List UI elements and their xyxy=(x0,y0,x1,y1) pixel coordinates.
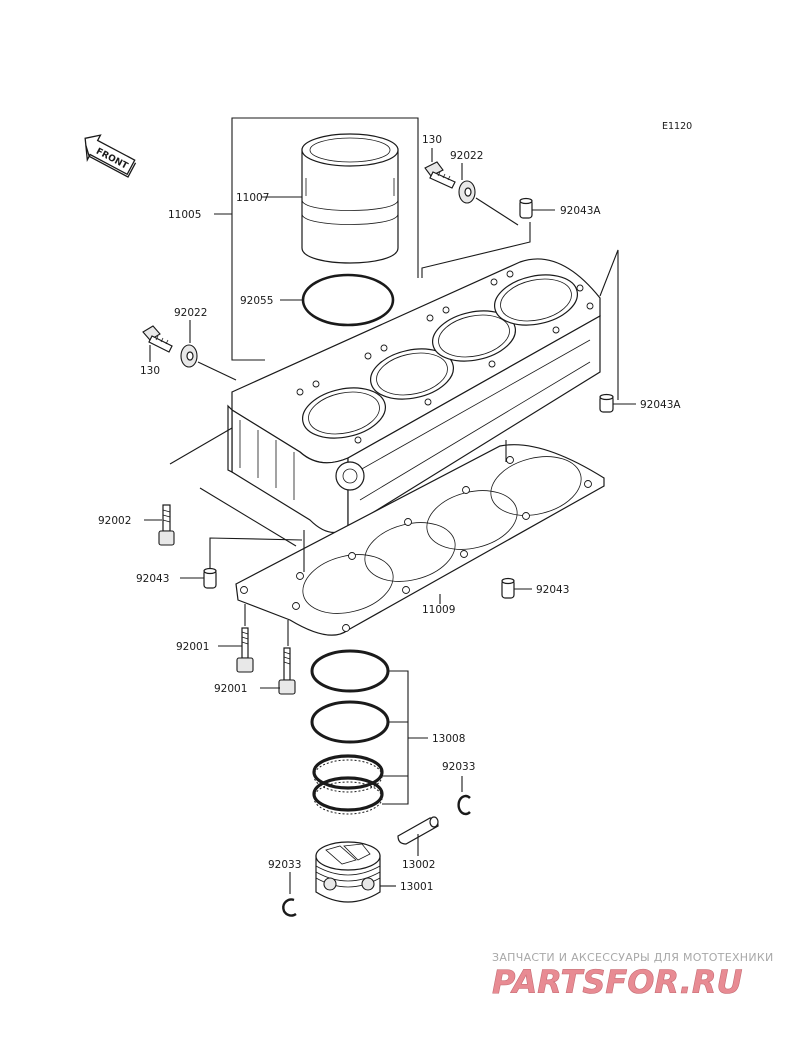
washer-92022-top xyxy=(458,180,476,204)
label-92033-right: 92033 xyxy=(442,761,475,773)
diagram-code: E1120 xyxy=(662,121,692,132)
cylinder-base-gasket xyxy=(235,444,605,636)
o-ring xyxy=(301,273,395,327)
circlip-right xyxy=(457,794,471,816)
cylinder-assembly-bracket xyxy=(214,117,419,361)
label-92043-right: 92043 xyxy=(536,584,569,596)
label-92001-bottom: 92001 xyxy=(214,683,247,695)
bolt-92001-left xyxy=(236,627,254,673)
piston-pin xyxy=(397,816,439,845)
piston-ring-top xyxy=(310,649,390,693)
dowel-pin-left xyxy=(203,567,217,589)
oil-ring xyxy=(312,754,384,815)
stud-bolt xyxy=(158,504,175,546)
label-11005: 11005 xyxy=(168,209,201,221)
label-92001-top: 92001 xyxy=(176,641,209,653)
washer-92022-left xyxy=(180,344,198,368)
piston xyxy=(315,841,381,903)
label-92043A-top: 92043A xyxy=(560,205,601,217)
bolt-130-left xyxy=(142,325,173,353)
label-92033-left: 92033 xyxy=(268,859,301,871)
label-92043A-right: 92043A xyxy=(640,399,681,411)
bolt-130-top xyxy=(424,161,456,189)
piston-ring-second xyxy=(310,700,390,744)
label-130-left: 130 xyxy=(140,365,160,377)
label-11009: 11009 xyxy=(422,604,455,616)
label-92055: 92055 xyxy=(240,295,273,307)
front-arrow-icon: FRONT xyxy=(84,134,137,178)
circlip-left xyxy=(282,898,297,917)
watermark-tagline: ЗАПЧАСТИ И АКСЕССУАРЫ ДЛЯ МОТОТЕХНИКИ xyxy=(492,951,774,964)
label-92002: 92002 xyxy=(98,515,131,527)
label-92022-left: 92022 xyxy=(174,307,207,319)
bolt-92001-right xyxy=(278,647,296,695)
dowel-pin-right xyxy=(599,393,614,413)
dowel-pin-lower-right xyxy=(501,577,515,599)
label-92022-top: 92022 xyxy=(450,150,483,162)
cylinder-sleeve xyxy=(301,133,399,264)
label-13008: 13008 xyxy=(432,733,465,745)
label-13001: 13001 xyxy=(400,881,433,893)
label-130-top: 130 xyxy=(422,134,442,146)
dowel-pin-top xyxy=(519,197,533,219)
label-13002: 13002 xyxy=(402,859,435,871)
cylinder-block xyxy=(227,258,601,534)
label-92043-left: 92043 xyxy=(136,573,169,585)
label-11007: 11007 xyxy=(236,192,269,204)
watermark-logo: PARTSFOR.RU xyxy=(492,963,742,1001)
